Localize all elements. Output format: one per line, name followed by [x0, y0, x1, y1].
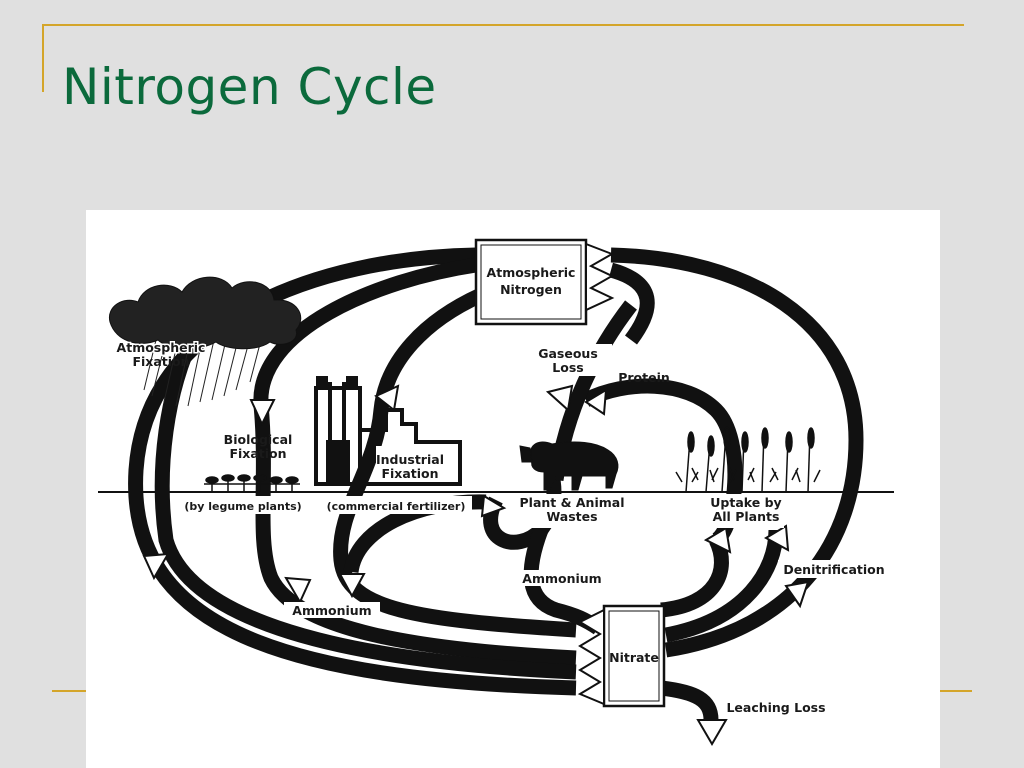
atmospheric-nitrogen-box: Atmospheric Nitrogen	[474, 238, 615, 326]
arrow-gaseous-loss	[545, 384, 574, 412]
left-accent-rule	[42, 24, 44, 92]
atmospheric-fixation-label-line2: Fixation	[132, 354, 189, 369]
leaching-loss-label: Leaching Loss	[726, 700, 825, 715]
slide-title: Nitrogen Cycle	[62, 58, 437, 116]
industrial-fixation-label-line2: Fixation	[381, 466, 438, 481]
flow-arrows	[142, 384, 810, 746]
arrow-industrial-fixation	[374, 384, 400, 412]
atmospheric-fixation-label-line1: Atmospheric	[117, 340, 206, 355]
bottom-left-accent-rule	[52, 690, 86, 692]
rain-cloud-icon	[108, 276, 302, 407]
uptake-by-all-plants-label-line1: Uptake by	[710, 495, 781, 510]
flow-band-outer-left	[128, 247, 577, 696]
flow-band-inner-right	[608, 262, 655, 345]
bottom-right-accent-rule	[940, 690, 972, 692]
arrow-biological-fixation	[249, 399, 276, 427]
uptake-by-all-plants-label-line2: All Plants	[713, 509, 780, 524]
flow-band-uptake	[660, 536, 729, 618]
arrow-ammonium-left	[284, 576, 312, 605]
flow-band-outer-right	[610, 247, 864, 658]
industrial-fixation-label-line1: Industrial	[376, 452, 444, 467]
atmospheric-fixation-label-line1-fg: Atmospheric	[117, 340, 206, 355]
grain-plants-icon	[675, 426, 821, 493]
arrow-commercial-fertilizer	[480, 494, 507, 518]
atmospheric-nitrogen-label-line2: Nitrogen	[500, 282, 562, 297]
arrow-uptake	[703, 526, 732, 554]
arrow-left-side	[142, 552, 170, 581]
flow-band-uptake-right	[664, 529, 784, 643]
ammonium-left-label: Ammonium	[292, 603, 371, 618]
gaseous-loss-label-line1: Gaseous	[538, 346, 598, 361]
flow-band-atmospheric-fixation	[154, 326, 577, 680]
ammonium-center-label: Ammonium	[522, 571, 601, 586]
nitrate-label: Nitrate	[609, 650, 659, 665]
cow-icon	[519, 441, 619, 491]
protein-label: Protein	[618, 370, 670, 385]
arrow-ammonium-fertilizer	[338, 573, 366, 599]
arrow-protein	[584, 388, 608, 416]
nitrogen-cycle-diagram: Atmospheric Nitrogen Nitrate	[86, 210, 940, 768]
arrow-uptake-right	[763, 524, 790, 552]
gaseous-loss-label-line2: Loss	[552, 360, 583, 375]
legume-plants-label: (by legume plants)	[184, 500, 301, 513]
plant-animal-wastes-label-line2: Wastes	[546, 509, 597, 524]
plant-animal-wastes-label-line1: Plant & Animal	[520, 495, 625, 510]
biological-fixation-label-line2: Fixation	[229, 446, 286, 461]
atmospheric-nitrogen-label-line1: Atmospheric	[487, 265, 576, 280]
nitrate-box: Nitrate	[577, 604, 666, 708]
legume-plants-icon	[204, 474, 300, 492]
biological-fixation-label-line1: Biological	[224, 432, 293, 447]
denitrification-label: Denitrification	[783, 562, 884, 577]
commercial-fertilizer-label: (commercial fertilizer)	[327, 500, 466, 513]
arrow-denitrification	[784, 580, 810, 609]
flow-band-leaching	[660, 680, 719, 721]
diagram-labels: Atmospheric Atmospheric Fixation Biologi…	[115, 339, 886, 715]
arrow-leaching-loss	[696, 719, 728, 746]
factory-icon	[314, 376, 462, 486]
top-accent-rule	[42, 24, 964, 26]
